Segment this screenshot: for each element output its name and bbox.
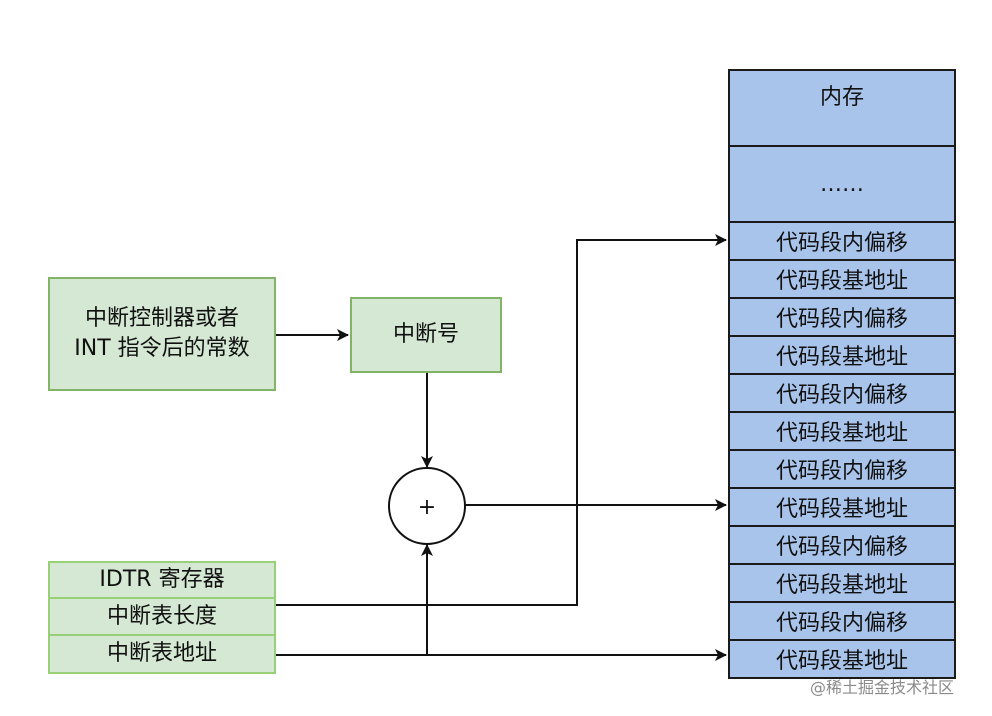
memory-entry: 代码段内偏移 xyxy=(728,601,956,641)
memory-entry-label: 代码段内偏移 xyxy=(775,307,908,332)
arrow-length-to-memory xyxy=(275,234,727,606)
vector-number-label: 中断号 xyxy=(392,322,459,347)
idtr-address-label: 中断表地址 xyxy=(106,641,217,666)
memory-entry-label: 代码段基地址 xyxy=(775,573,908,598)
memory-entry: 代码段基地址 xyxy=(728,563,956,603)
watermark: @稀土掘金技术社区 xyxy=(810,678,955,697)
idtr-length-label: 中断表长度 xyxy=(106,603,217,629)
memory-entry-label: 代码段基地址 xyxy=(775,421,908,446)
memory-entry-label: 代码段基地址 xyxy=(775,345,908,370)
memory-entry: 代码段内偏移 xyxy=(728,449,956,489)
memory-entry-label: 代码段基地址 xyxy=(775,269,908,294)
memory-ellipsis-label: …… xyxy=(820,171,864,197)
memory-entry: 代码段基地址 xyxy=(728,487,956,527)
memory-entry-label: 代码段基地址 xyxy=(775,649,908,674)
memory-header-label: 内存 xyxy=(819,85,864,110)
adder-symbol: + xyxy=(418,495,436,520)
vector-number-box: 中断号 xyxy=(350,297,502,373)
memory-entry-label: 代码段内偏移 xyxy=(775,535,908,560)
memory-ellipsis: …… xyxy=(728,145,956,223)
interrupt-controller-box: 中断控制器或者 INT 指令后的常数 xyxy=(48,277,276,391)
memory-entry: 代码段基地址 xyxy=(728,411,956,451)
memory-header: 内存 xyxy=(728,69,956,147)
controller-line-1: 中断控制器或者 xyxy=(84,306,239,331)
memory-entry-label: 代码段基地址 xyxy=(775,497,908,522)
memory-entry: 代码段内偏移 xyxy=(728,525,956,565)
idtr-length-field: 中断表长度 xyxy=(48,597,276,636)
idtr-title: IDTR 寄存器 xyxy=(48,561,276,599)
adder-circle xyxy=(388,467,466,545)
memory-entry: 代码段内偏移 xyxy=(728,297,956,337)
controller-line-2: INT 指令后的常数 xyxy=(74,336,250,361)
memory-entry-label: 代码段内偏移 xyxy=(775,459,908,484)
memory-entry: 代码段基地址 xyxy=(728,259,956,299)
memory-entry-label: 代码段内偏移 xyxy=(775,383,908,408)
memory-entry-label: 代码段内偏移 xyxy=(775,611,908,636)
memory-entry: 代码段内偏移 xyxy=(728,221,956,261)
memory-entry-label: 代码段内偏移 xyxy=(775,231,908,256)
idtr-title-label: IDTR 寄存器 xyxy=(99,567,225,592)
idtr-address-field: 中断表地址 xyxy=(48,634,276,674)
memory-entry: 代码段内偏移 xyxy=(728,373,956,413)
memory-entry: 代码段基地址 xyxy=(728,335,956,375)
memory-entry: 代码段基地址 xyxy=(728,639,956,679)
